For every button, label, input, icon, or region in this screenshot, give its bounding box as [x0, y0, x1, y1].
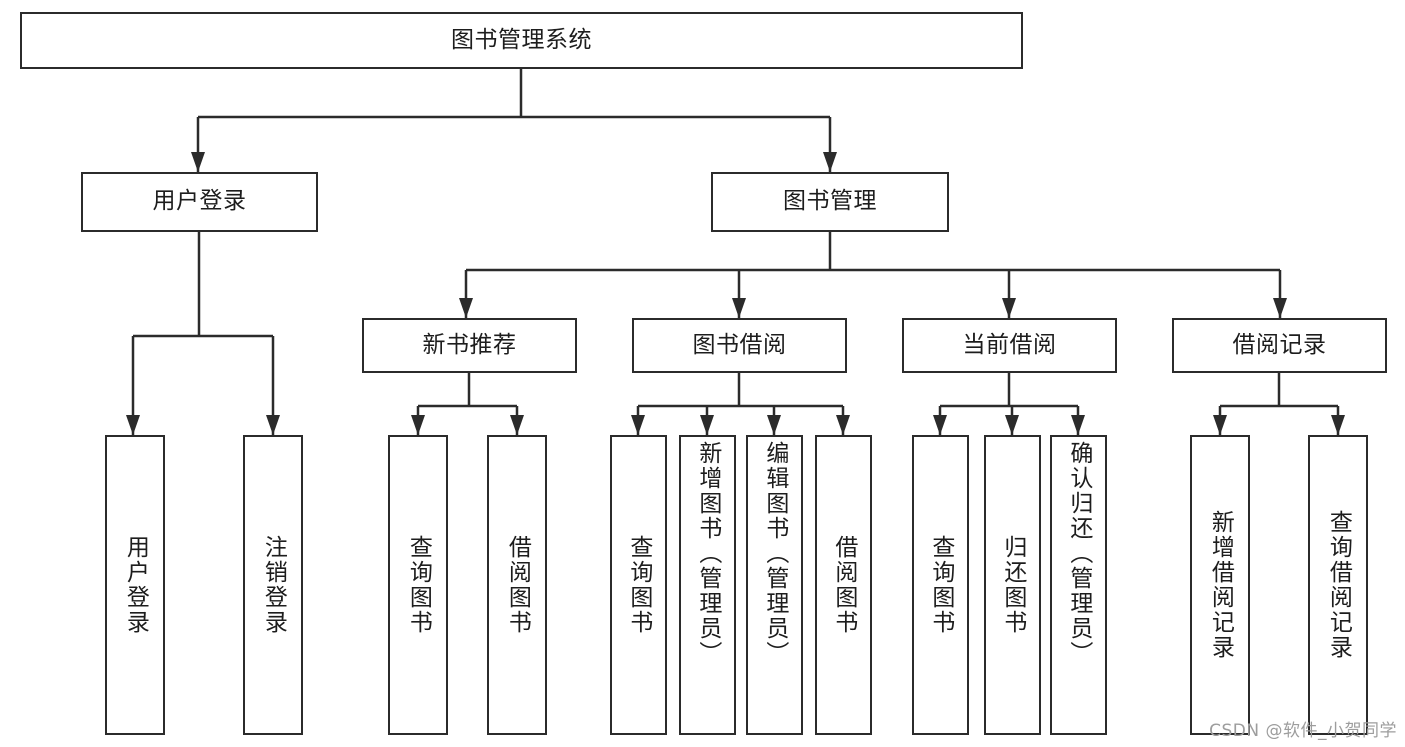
arrowhead-icon	[1071, 415, 1085, 435]
leaf-label: 归还图书	[999, 535, 1026, 635]
level3-label: 当前借阅	[962, 331, 1057, 358]
level3-label: 图书借阅	[692, 331, 787, 358]
arrowhead-icon	[933, 415, 947, 435]
root-node[interactable]: 图书管理系统	[20, 12, 1023, 69]
arrowhead-icon	[1273, 298, 1287, 318]
level2-node[interactable]: 图书管理	[711, 172, 949, 232]
level3-node[interactable]: 新书推荐	[362, 318, 577, 373]
leaf-node[interactable]: 新增借阅记录	[1190, 435, 1250, 735]
leaf-label: 借阅图书	[504, 535, 531, 635]
leaf-label: 注销登录	[260, 535, 287, 635]
leaf-label: 用户登录	[122, 535, 149, 635]
root-label: 图书管理系统	[451, 26, 592, 53]
arrowhead-icon	[191, 152, 205, 172]
leaf-node[interactable]: 借阅图书	[815, 435, 872, 735]
arrowhead-icon	[732, 298, 746, 318]
level3-node[interactable]: 图书借阅	[632, 318, 847, 373]
watermark-text: CSDN @软件_小贺同学	[1209, 721, 1397, 741]
leaf-node[interactable]: 查询图书	[610, 435, 667, 735]
arrowhead-icon	[1331, 415, 1345, 435]
arrowhead-icon	[266, 415, 280, 435]
leaf-label: 查询图书	[927, 535, 954, 635]
arrowhead-icon	[1002, 298, 1016, 318]
level3-node[interactable]: 当前借阅	[902, 318, 1117, 373]
arrowhead-icon	[510, 415, 524, 435]
leaf-label: 查询图书	[405, 535, 432, 635]
leaf-node[interactable]: 编辑图书（管理员）	[746, 435, 803, 735]
leaf-node[interactable]: 查询图书	[912, 435, 969, 735]
level3-label: 新书推荐	[422, 331, 517, 358]
arrowhead-icon	[459, 298, 473, 318]
arrowhead-icon	[836, 415, 850, 435]
level3-node[interactable]: 借阅记录	[1172, 318, 1387, 373]
level3-label: 借阅记录	[1232, 331, 1327, 358]
arrowhead-icon	[126, 415, 140, 435]
leaf-label: 查询图书	[625, 535, 652, 635]
leaf-node[interactable]: 查询图书	[388, 435, 448, 735]
leaf-node[interactable]: 查询借阅记录	[1308, 435, 1368, 735]
leaf-label: 新增图书（管理员）	[694, 441, 721, 666]
leaf-label: 确认归还（管理员）	[1065, 441, 1092, 666]
arrowhead-icon	[700, 415, 714, 435]
leaf-node[interactable]: 确认归还（管理员）	[1050, 435, 1107, 735]
leaf-node[interactable]: 新增图书（管理员）	[679, 435, 736, 735]
leaf-label: 借阅图书	[830, 535, 857, 635]
leaf-label: 新增借阅记录	[1207, 510, 1234, 660]
leaf-label: 查询借阅记录	[1325, 510, 1352, 660]
leaf-node[interactable]: 注销登录	[243, 435, 303, 735]
arrowhead-icon	[767, 415, 781, 435]
arrowhead-icon	[411, 415, 425, 435]
level2-label: 用户登录	[152, 188, 247, 215]
level2-label: 图书管理	[783, 188, 877, 215]
leaf-node[interactable]: 借阅图书	[487, 435, 547, 735]
leaf-label: 编辑图书（管理员）	[761, 441, 788, 666]
arrowhead-icon	[823, 152, 837, 172]
leaf-node[interactable]: 用户登录	[105, 435, 165, 735]
arrowhead-icon	[631, 415, 645, 435]
level2-node[interactable]: 用户登录	[81, 172, 318, 232]
leaf-node[interactable]: 归还图书	[984, 435, 1041, 735]
arrowhead-icon	[1005, 415, 1019, 435]
arrowhead-icon	[1213, 415, 1227, 435]
